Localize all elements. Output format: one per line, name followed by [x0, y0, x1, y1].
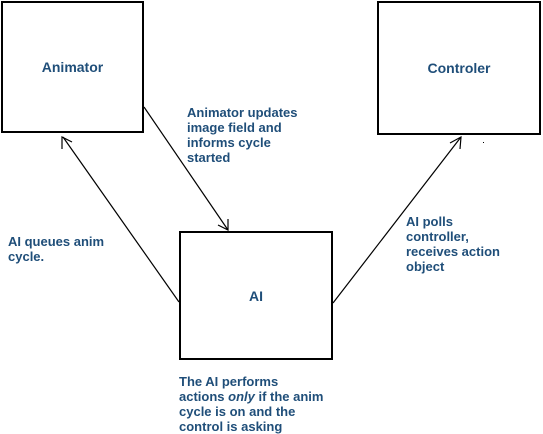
- controller-label: Controler: [427, 60, 491, 76]
- arrow-animator-to-ai: [143, 106, 229, 231]
- arrow-ai-to-controller: [332, 136, 462, 304]
- arrowhead-ai: [217, 219, 229, 231]
- ai-label: AI: [249, 287, 263, 304]
- arrowhead-animator: [61, 136, 73, 149]
- performs-line-4: control is asking: [179, 419, 283, 434]
- animator-label: Animator: [41, 59, 104, 75]
- ai-queues-note: AI queues anim cycle.: [8, 234, 105, 264]
- animator-updates-note: Animator updates image field and informs…: [187, 105, 298, 165]
- arrowhead-controller: [449, 135, 462, 150]
- performs-only-emphasis: only: [228, 389, 255, 404]
- performs-line-2a: actions: [179, 389, 229, 404]
- performs-line-3: cycle is on and the: [179, 404, 296, 419]
- performs-line-2b: if the anim: [254, 389, 324, 404]
- ai-box: AI: [179, 231, 333, 360]
- animator-box: Animator: [1, 1, 144, 133]
- ai-performs-note: The AI performs actions only if the anim…: [179, 374, 323, 434]
- stray-dot: [483, 142, 484, 143]
- arrow-ai-to-animator: [62, 136, 180, 303]
- controller-box: Controler: [377, 1, 541, 135]
- performs-line-1: The AI performs: [179, 374, 279, 389]
- ai-polls-note: AI polls controller, receives action obj…: [406, 214, 500, 274]
